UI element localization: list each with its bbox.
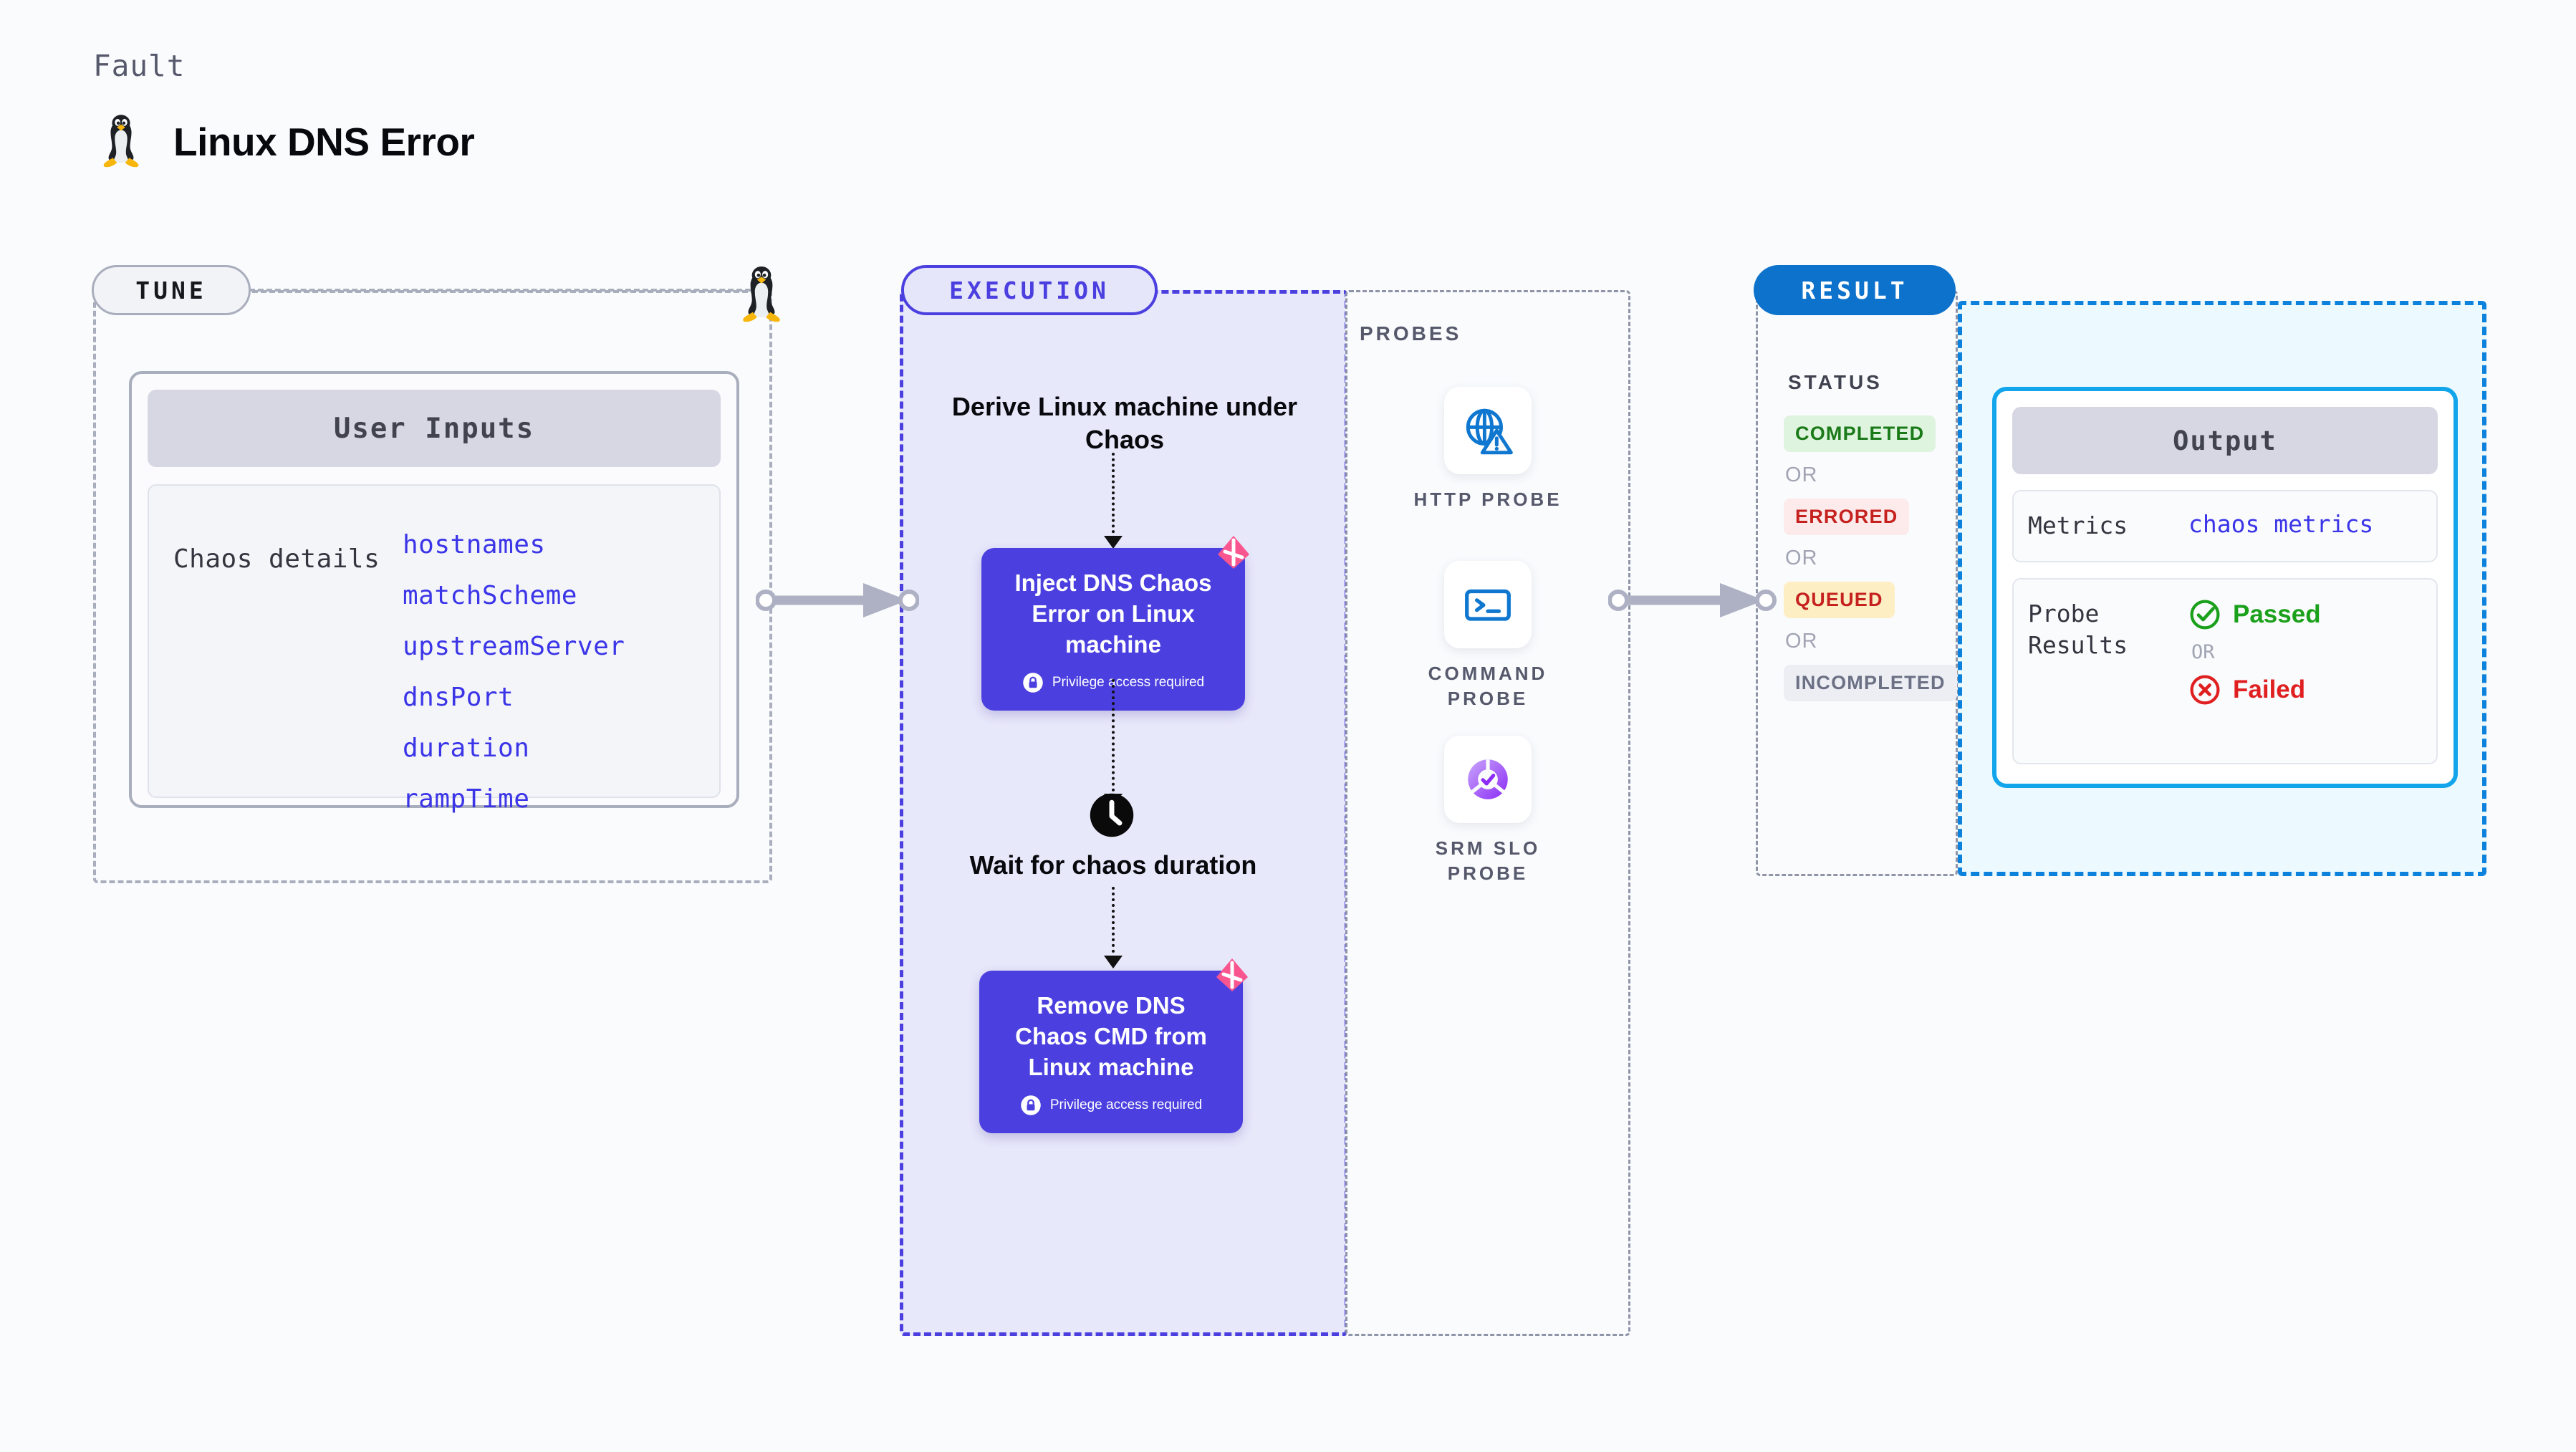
status-section-label: STATUS	[1788, 371, 1883, 393]
probe-srm-slo-label: SRM SLO PROBE	[1435, 837, 1541, 885]
probe-results-stack: Passed OR Failed	[2188, 598, 2321, 706]
input-matchscheme[interactable]: matchScheme	[403, 581, 577, 610]
output-metrics-value[interactable]: chaos metrics	[2188, 510, 2374, 538]
probe-srm-slo[interactable]: SRM SLO PROBE	[1391, 736, 1585, 886]
privilege-note-text-remove: Privilege access required	[1049, 1097, 1203, 1112]
terminal-prompt-icon	[1465, 589, 1511, 621]
litmus-chaos-icon	[1216, 958, 1248, 991]
flow-arrow-3	[1104, 956, 1123, 968]
probe-http-tile	[1444, 387, 1532, 474]
output-metrics-key: Metrics	[2028, 511, 2128, 539]
status-badge-errored: ERRORED	[1784, 499, 1910, 535]
probe-srm-slo-tile	[1444, 736, 1532, 823]
lock-icon	[1023, 672, 1043, 693]
probe-result-or: OR	[2191, 640, 2215, 663]
privilege-note-text-inject: Privilege access required	[1052, 674, 1205, 690]
probe-command[interactable]: COMMAND PROBE	[1391, 561, 1585, 711]
chaos-details-values: hostnames matchScheme upstreamServer dns…	[403, 510, 625, 814]
step-derive-label: Derive Linux machine under Chaos	[951, 392, 1298, 455]
user-inputs-card: User Inputs Chaos details hostnames matc…	[129, 371, 739, 814]
probe-command-label: COMMAND PROBE	[1428, 663, 1548, 710]
connector-tune-to-execution	[756, 583, 919, 617]
tune-region	[93, 290, 772, 883]
flow-line-1	[1112, 453, 1115, 539]
step-remove-box[interactable]: Remove DNS Chaos CMD from Linux machine …	[979, 971, 1243, 1133]
privilege-note-inject: Privilege access required	[1000, 672, 1226, 693]
x-circle-icon	[2190, 675, 2220, 705]
globe-warning-icon	[1466, 408, 1513, 455]
fault-kicker: Fault	[93, 49, 186, 83]
input-upstreamserver[interactable]: upstreamServer	[403, 632, 625, 661]
step-remove-label: Remove DNS Chaos CMD from Linux machine	[1015, 992, 1207, 1080]
page-title: Linux DNS Error	[99, 115, 475, 169]
user-inputs-title: User Inputs	[148, 390, 721, 467]
stage-pill-result[interactable]: RESULT	[1754, 265, 1956, 315]
page-title-text: Linux DNS Error	[173, 120, 475, 164]
probe-http[interactable]: HTTP PROBE	[1391, 387, 1585, 512]
clock-icon	[1090, 793, 1134, 837]
probe-result-failed-label: Failed	[2233, 675, 2306, 703]
stage-pill-execution[interactable]: EXECUTION	[901, 265, 1158, 315]
probe-result-passed: Passed	[2188, 598, 2321, 631]
probe-http-label: HTTP PROBE	[1413, 489, 1562, 510]
probes-section-label: PROBES	[1360, 322, 1462, 345]
step-wait-label: Wait for chaos duration	[969, 850, 1257, 880]
stage-pill-tune[interactable]: TUNE	[92, 265, 251, 315]
step-inject-box[interactable]: Inject DNS Chaos Error on Linux machine …	[981, 548, 1245, 711]
status-badge-completed: COMPLETED	[1784, 415, 1936, 452]
probe-result-passed-label: Passed	[2233, 600, 2321, 628]
status-or-3: OR	[1785, 630, 1818, 653]
input-hostnames[interactable]: hostnames	[403, 530, 546, 559]
input-duration[interactable]: duration	[403, 734, 530, 763]
privilege-note-remove: Privilege access required	[998, 1095, 1224, 1116]
status-or-2: OR	[1785, 547, 1818, 569]
lock-icon	[1021, 1095, 1041, 1115]
output-metrics-row: Metrics chaos metrics	[2012, 490, 2438, 562]
status-badge-queued: QUEUED	[1784, 582, 1895, 618]
probe-result-failed: Failed	[2188, 673, 2321, 706]
output-title: Output	[2012, 407, 2438, 474]
status-badge-incompleted: INCOMPLETED	[1784, 665, 1957, 701]
flow-line-2	[1112, 679, 1115, 797]
output-probe-results-row: Probe Results Passed OR Failed	[2012, 577, 2438, 764]
slo-check-icon	[1468, 759, 1508, 799]
chaos-details-key: Chaos details	[173, 544, 380, 574]
connector-execution-to-result	[1608, 583, 1777, 617]
chaos-details-body: Chaos details hostnames matchScheme upst…	[148, 484, 721, 814]
flow-arrow-1	[1104, 536, 1123, 549]
step-inject-label: Inject DNS Chaos Error on Linux machine	[1014, 569, 1212, 658]
status-or-1: OR	[1785, 463, 1818, 486]
linux-penguin-node-icon	[743, 266, 780, 322]
status-list: COMPLETED OR ERRORED OR QUEUED OR INCOMP…	[1784, 415, 1970, 701]
litmus-chaos-icon	[1218, 536, 1249, 569]
check-circle-icon	[2190, 600, 2220, 630]
probe-command-tile	[1444, 561, 1532, 648]
flow-line-3	[1112, 887, 1115, 958]
output-card: Output Metrics chaos metrics Probe Resul…	[1992, 387, 2458, 788]
input-ramptime[interactable]: rampTime	[403, 784, 530, 814]
input-dnsport[interactable]: dnsPort	[403, 683, 514, 712]
linux-penguin-icon	[103, 115, 139, 168]
output-probe-results-key: Probe Results	[2028, 599, 2128, 660]
tune-top-dashed-line	[249, 289, 759, 292]
